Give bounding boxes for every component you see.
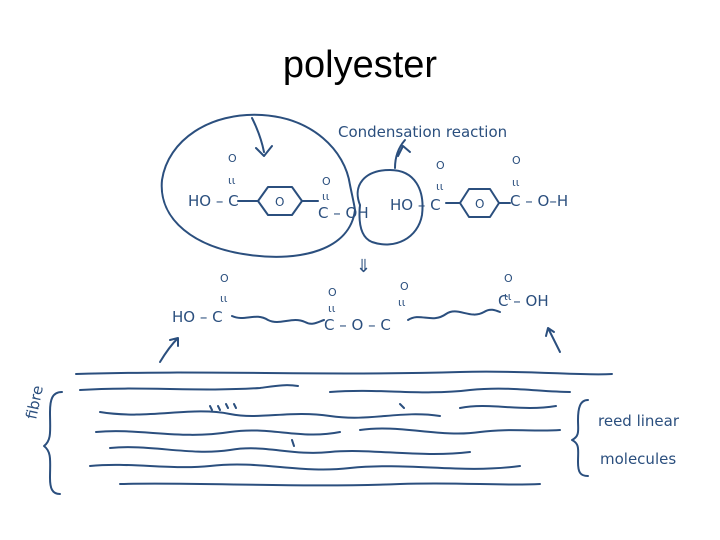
top-right-end: C – O–H bbox=[510, 192, 568, 210]
fibre-line-3 bbox=[329, 387, 571, 394]
top-double-bond-4: ιι bbox=[512, 176, 520, 189]
fibre-line-4 bbox=[99, 410, 441, 419]
arrow-condensation bbox=[394, 139, 411, 169]
fibre-line-6 bbox=[95, 429, 341, 436]
slide-title: polyester bbox=[282, 44, 438, 86]
top-ring-label-2: O bbox=[475, 197, 484, 211]
top-double-bond-1: ιι bbox=[228, 174, 236, 187]
bottom-carbonyl-o-3: O bbox=[400, 280, 409, 293]
top-double-bond-2: ιι bbox=[322, 190, 330, 203]
fibre-tick-marks bbox=[209, 403, 405, 447]
bottom-ester: C – O – C bbox=[324, 316, 391, 334]
fibre-line-1 bbox=[75, 370, 613, 376]
arrow-up-right bbox=[545, 327, 561, 353]
bottom-double-bond-1: ιι bbox=[220, 292, 228, 305]
reed-linear-label-2: molecules bbox=[600, 450, 676, 468]
condensation-label: Condensation reaction bbox=[338, 123, 507, 141]
circle-oh-ho bbox=[356, 169, 424, 246]
fibre-line-9 bbox=[89, 463, 521, 471]
bottom-carbonyl-o-4: O bbox=[504, 272, 513, 285]
fibre-line-5 bbox=[459, 405, 557, 409]
molecules-bracket bbox=[571, 399, 589, 477]
bottom-double-bond-4: ιι bbox=[504, 290, 512, 303]
bottom-double-bond-2: ιι bbox=[328, 302, 336, 315]
fibre-label: fibre bbox=[22, 384, 47, 421]
top-double-bond-3: ιι bbox=[436, 180, 444, 193]
fibre-line-10 bbox=[119, 482, 541, 487]
fibre-bracket bbox=[43, 391, 63, 495]
top-carbonyl-o-4: O bbox=[512, 154, 521, 167]
bottom-carbonyl-o-1: O bbox=[220, 272, 229, 285]
bottom-double-bond-3: ιι bbox=[398, 296, 406, 309]
top-carbonyl-o-2: O bbox=[322, 175, 331, 188]
top-left-group: HO – C bbox=[188, 192, 239, 210]
down-arrow: ⇓ bbox=[356, 256, 371, 277]
fibre-line-2 bbox=[79, 384, 299, 391]
top-right-ho: HO – C bbox=[390, 196, 441, 214]
top-ring-label-1: O bbox=[275, 195, 284, 209]
arrow-up-left bbox=[159, 337, 179, 363]
top-mid-group: C – OH bbox=[318, 204, 369, 222]
bottom-right-end: C – OH bbox=[498, 292, 549, 310]
top-carbonyl-o-1: O bbox=[228, 152, 237, 165]
bottom-left-group: HO – C bbox=[172, 308, 223, 326]
arrow-into-circle bbox=[251, 117, 273, 157]
fibre-line-8 bbox=[109, 446, 471, 455]
bottom-chain-1 bbox=[231, 315, 325, 325]
circle-left-monomer bbox=[160, 113, 356, 258]
fibre-line-7 bbox=[359, 427, 561, 435]
bottom-chain-2 bbox=[407, 308, 501, 321]
reed-linear-label-1: reed linear bbox=[598, 412, 680, 430]
bottom-carbonyl-o-2: O bbox=[328, 286, 337, 299]
top-carbonyl-o-3: O bbox=[436, 159, 445, 172]
